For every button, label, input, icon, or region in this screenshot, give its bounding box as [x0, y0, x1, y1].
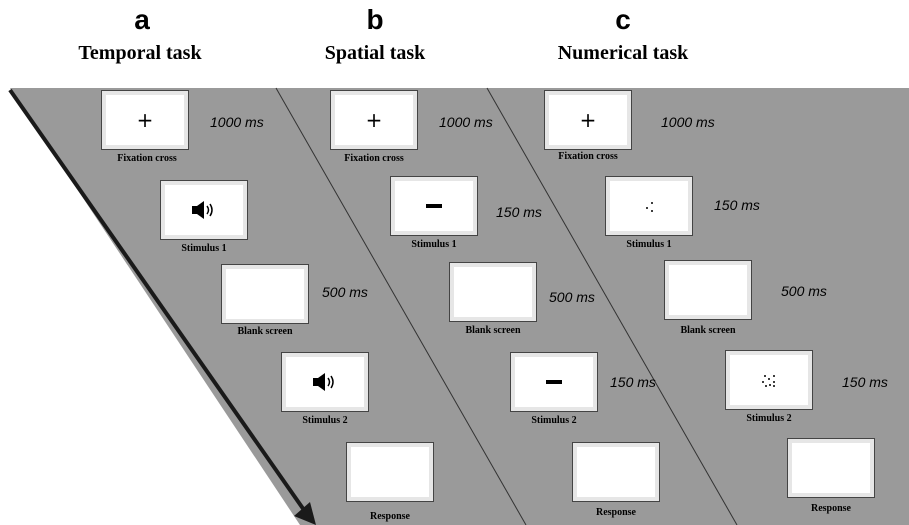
panel-b-stimulus1-duration: 150 ms — [496, 204, 542, 220]
panel-b-fixation-screen: + — [330, 90, 418, 150]
panel-b-stimulus2-screen — [510, 352, 598, 412]
panel-b-stimulus1-caption: Stimulus 1 — [411, 239, 457, 250]
panel-a-blank-screen — [221, 264, 309, 324]
panel-a-fixation-duration: 1000 ms — [210, 114, 264, 130]
panel-c-response-caption: Response — [810, 503, 851, 514]
panel-c-fixation-duration: 1000 ms — [661, 114, 715, 130]
fixation-cross-icon: + — [365, 108, 383, 132]
speaker-icon — [161, 181, 247, 239]
panel-c-stimulus1-caption: Stimulus 1 — [626, 239, 672, 250]
fixation-cross-icon: + — [136, 108, 154, 132]
line-stimulus-icon — [546, 380, 562, 384]
panel-a-stimulus2-screen — [281, 352, 369, 412]
panel-a-title: Temporal task — [78, 42, 202, 64]
panel-b-fixation-caption: Fixation cross — [344, 153, 404, 164]
panel-b-stimulus2-caption: Stimulus 2 — [531, 415, 577, 426]
panel-c-stimulus2-screen — [725, 350, 813, 410]
panel-c-stimulus1-duration: 150 ms — [714, 197, 760, 213]
panel-b-stimulus2-duration: 150 ms — [610, 374, 656, 390]
panel-b-title: Spatial task — [324, 42, 426, 64]
panel-b-blank-screen — [449, 262, 537, 322]
panel-a-fixation-screen: + — [101, 90, 189, 150]
fixation-cross-icon: + — [579, 108, 597, 132]
panel-c-response-screen — [787, 438, 875, 498]
panel-b-response-screen — [572, 442, 660, 502]
panel-a-response-screen — [346, 442, 434, 502]
panel-a-stimulus1-screen — [160, 180, 248, 240]
speaker-icon — [282, 353, 368, 411]
panel-c-blank-caption: Blank screen — [680, 325, 736, 336]
panel-c-stimulus2-caption: Stimulus 2 — [746, 413, 792, 424]
panel-b-blank-duration: 500 ms — [549, 289, 595, 305]
panel-c-fixation-screen: + — [544, 90, 632, 150]
panel-c-stimulus2-duration: 150 ms — [842, 374, 888, 390]
panel-b-response-caption: Response — [595, 507, 636, 518]
panel-a-blank-duration: 500 ms — [322, 284, 368, 300]
line-stimulus-icon — [426, 204, 442, 208]
panel-a-letter: a — [134, 4, 150, 35]
panel-c-letter: c — [615, 4, 631, 35]
dot-array-icon — [726, 351, 812, 409]
panel-a-blank-caption: Blank screen — [237, 326, 293, 337]
panel-a-stimulus1-caption: Stimulus 1 — [181, 243, 227, 254]
panel-c-fixation-caption: Fixation cross — [558, 151, 618, 162]
panel-b-letter: b — [366, 4, 384, 35]
panel-a-stimulus2-caption: Stimulus 2 — [302, 415, 348, 426]
time-arrow — [8, 88, 316, 525]
panel-b-fixation-duration: 1000 ms — [439, 114, 493, 130]
panel-a-fixation-caption: Fixation cross — [117, 153, 177, 164]
panel-c-stimulus1-screen — [605, 176, 693, 236]
panel-c-blank-screen — [664, 260, 752, 320]
panel-a-response-caption: Response — [369, 511, 410, 522]
panel-c-title: Numerical task — [557, 42, 689, 64]
panel-c-blank-duration: 500 ms — [781, 283, 827, 299]
panel-b-stimulus1-screen — [390, 176, 478, 236]
panel-b-blank-caption: Blank screen — [465, 325, 521, 336]
dot-array-icon — [606, 177, 692, 235]
